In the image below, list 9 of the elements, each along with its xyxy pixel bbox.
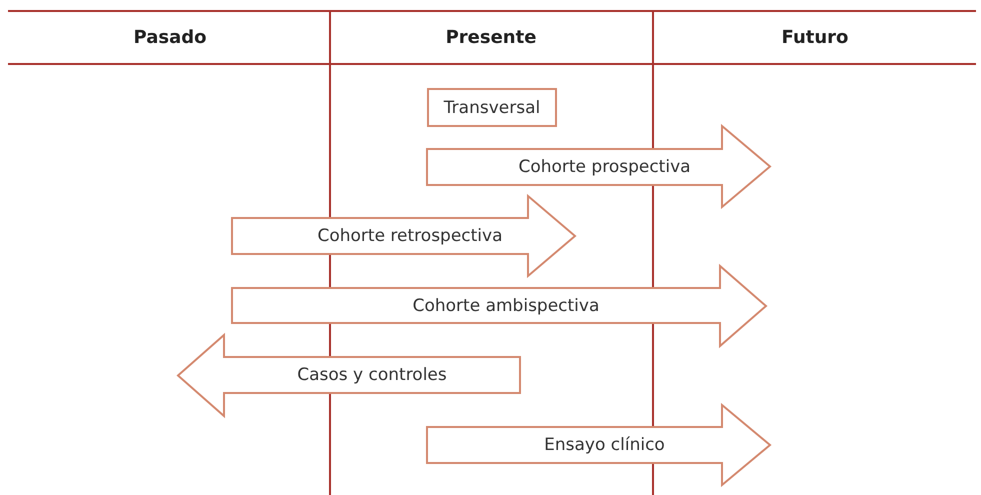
arrow-label: Ensayo clínico (543, 434, 666, 457)
arrow-label: Cohorte retrospectiva (316, 225, 504, 248)
arrow-label: Casos y controles (296, 364, 448, 387)
column-heading: Futuro (780, 27, 850, 48)
column-heading: Pasado (132, 27, 208, 48)
arrow-label: Cohorte prospectiva (517, 156, 692, 179)
arrow-label: Cohorte ambispectiva (412, 294, 600, 318)
column-heading: Presente (444, 27, 538, 48)
process-box: Transversal (427, 88, 557, 127)
